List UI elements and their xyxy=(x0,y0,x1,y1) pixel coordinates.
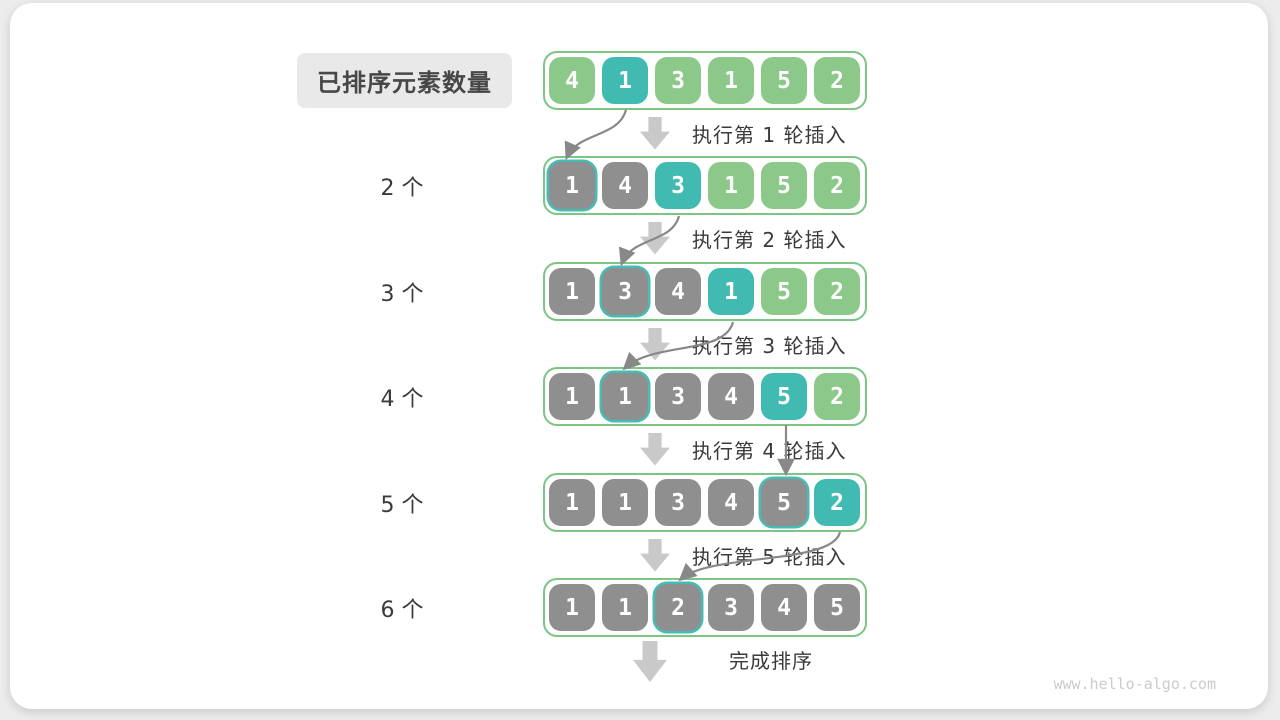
array-cell: 1 xyxy=(708,268,754,315)
array-cell: 2 xyxy=(814,162,860,209)
down-arrow-icon xyxy=(640,538,670,572)
array-cell: 4 xyxy=(761,584,807,631)
array-cell: 1 xyxy=(549,268,595,315)
down-arrow-icon xyxy=(640,221,670,255)
sorted-count-header-label: 已排序元素数量 xyxy=(317,69,492,97)
watermark: www.hello-algo.com xyxy=(1053,675,1216,693)
caption-text: 执行第 3 轮插入 xyxy=(692,333,847,358)
array-row-5: 1 1 3 4 5 2 xyxy=(543,473,867,532)
array-row-4: 1 1 3 4 5 2 xyxy=(543,367,867,426)
array-cell: 4 xyxy=(602,162,648,209)
array-cell: 5 xyxy=(761,479,807,526)
caption-round-2: 执行第 2 轮插入 xyxy=(640,220,846,256)
caption-round-3: 执行第 3 轮插入 xyxy=(640,326,846,362)
array-cell: 5 xyxy=(761,268,807,315)
array-cell: 1 xyxy=(602,584,648,631)
array-cell: 2 xyxy=(814,57,860,104)
array-cell: 2 xyxy=(814,479,860,526)
caption-text: 执行第 1 轮插入 xyxy=(692,122,847,147)
array-row-1: 4 1 3 1 5 2 xyxy=(543,51,867,110)
caption-round-1: 执行第 1 轮插入 xyxy=(640,115,846,151)
row-label-5: 5 个 xyxy=(380,492,424,518)
sorted-count-header: 已排序元素数量 xyxy=(297,53,512,108)
array-cell: 5 xyxy=(761,162,807,209)
array-cell: 2 xyxy=(814,268,860,315)
array-cell: 1 xyxy=(602,57,648,104)
array-row-6: 1 1 2 3 4 5 xyxy=(543,578,867,637)
caption-round-4: 执行第 4 轮插入 xyxy=(640,431,846,467)
row-label-2: 2 个 xyxy=(380,175,424,201)
array-cell: 1 xyxy=(602,373,648,420)
array-cell: 3 xyxy=(708,584,754,631)
array-cell: 3 xyxy=(602,268,648,315)
array-cell: 1 xyxy=(549,584,595,631)
array-cell: 1 xyxy=(549,162,595,209)
down-arrow-icon xyxy=(633,641,667,682)
caption-text: 执行第 2 轮插入 xyxy=(692,227,847,252)
array-cell: 3 xyxy=(655,162,701,209)
array-cell: 2 xyxy=(655,584,701,631)
array-cell: 4 xyxy=(655,268,701,315)
row-label-4: 4 个 xyxy=(380,386,424,412)
down-arrow-icon xyxy=(640,327,670,361)
array-cell: 2 xyxy=(814,373,860,420)
array-cell: 1 xyxy=(602,479,648,526)
caption-text: 执行第 5 轮插入 xyxy=(692,544,847,569)
array-cell: 1 xyxy=(549,479,595,526)
caption-text: 完成排序 xyxy=(729,649,813,673)
row-label-3: 3 个 xyxy=(380,281,424,307)
array-cell: 5 xyxy=(761,57,807,104)
array-cell: 1 xyxy=(549,373,595,420)
caption-text: 执行第 4 轮插入 xyxy=(692,438,847,463)
array-cell: 5 xyxy=(814,584,860,631)
array-row-2: 1 4 3 1 5 2 xyxy=(543,156,867,215)
array-cell: 4 xyxy=(549,57,595,104)
caption-final: 完成排序 xyxy=(633,641,813,683)
array-cell: 1 xyxy=(708,57,754,104)
row-label-6: 6 个 xyxy=(380,597,424,623)
array-cell: 4 xyxy=(708,479,754,526)
array-cell: 3 xyxy=(655,373,701,420)
down-arrow-icon xyxy=(640,116,670,150)
array-cell: 5 xyxy=(761,373,807,420)
array-cell: 1 xyxy=(708,162,754,209)
array-cell: 3 xyxy=(655,57,701,104)
array-cell: 4 xyxy=(708,373,754,420)
down-arrow-icon xyxy=(640,432,670,466)
insertion-path-1 xyxy=(564,109,628,161)
caption-round-5: 执行第 5 轮插入 xyxy=(640,537,846,573)
array-row-3: 1 3 4 1 5 2 xyxy=(543,262,867,321)
array-cell: 3 xyxy=(655,479,701,526)
